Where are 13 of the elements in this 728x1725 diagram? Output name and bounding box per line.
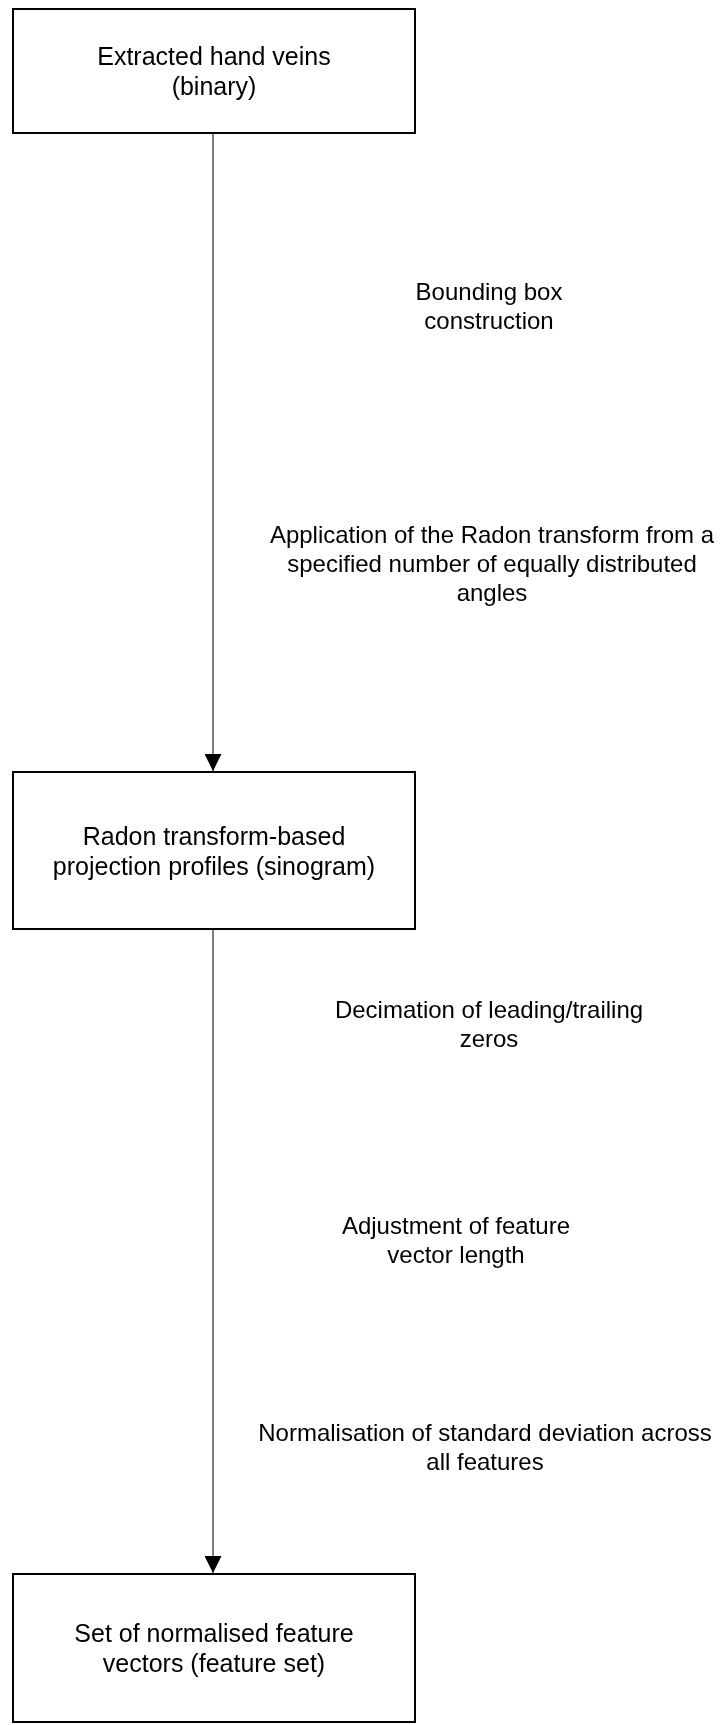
box-text: Radon transform-based projection profiles (sinogram): [51, 820, 377, 881]
process-box: [12, 8, 416, 134]
process-box: [12, 1573, 416, 1723]
step-label: Decimation of leading/trailing zeros: [333, 996, 645, 1054]
step-label: Application of the Radon transform from a specified number of equally distributed angles: [268, 521, 716, 608]
arrow: [204, 133, 222, 772]
step-label: Normalisation of standard deviation across all features: [257, 1419, 713, 1477]
arrow: [204, 929, 222, 1574]
step-label: Adjustment of feature vector length: [340, 1212, 572, 1270]
process-box: [12, 771, 416, 930]
step-label: Bounding box construction: [414, 278, 564, 336]
box-text: Extracted hand veins (binary): [96, 41, 332, 101]
box-text: Set of normalised feature vectors (feature set): [73, 1618, 355, 1678]
